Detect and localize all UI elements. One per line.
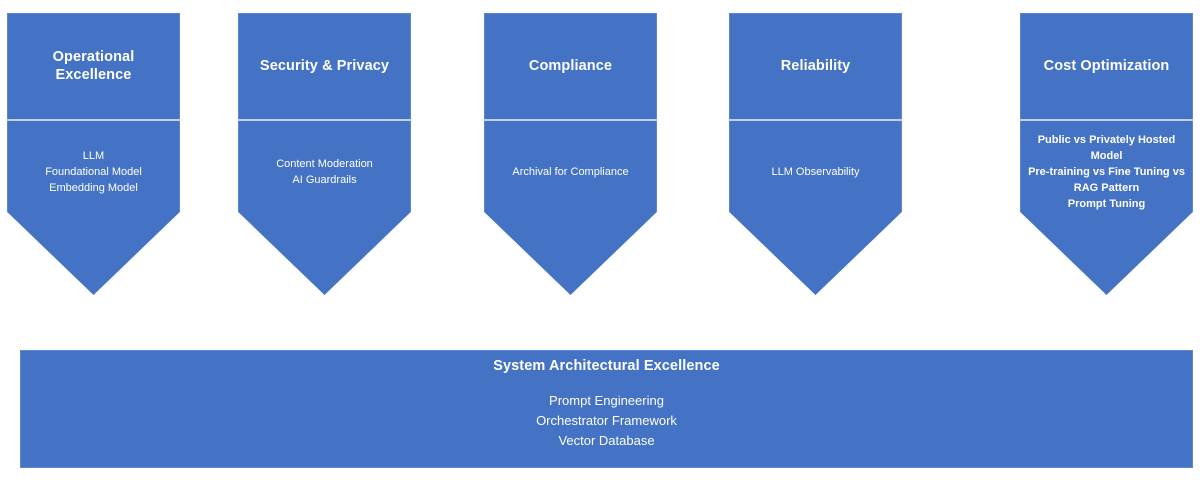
pillar-header: Operational Excellence xyxy=(7,13,180,119)
pillar-cost-optimization[interactable]: Cost Optimization Public vs Privately Ho… xyxy=(1020,13,1193,295)
pillar-header: Cost Optimization xyxy=(1020,13,1193,119)
pillar-divider xyxy=(484,119,657,121)
pillar-compliance[interactable]: Compliance Archival for Compliance xyxy=(484,13,657,295)
pillar-header: Compliance xyxy=(484,13,657,119)
foundation-banner[interactable]: System Architectural Excellence Prompt E… xyxy=(20,350,1193,468)
pillar-items: Archival for Compliance xyxy=(512,166,629,179)
pillar-body: Archival for Compliance xyxy=(484,121,657,225)
foundation-items: Prompt Engineering Orchestrator Framewor… xyxy=(536,393,677,449)
pillar-header: Reliability xyxy=(729,13,902,119)
pillar-title: Reliability xyxy=(780,57,851,74)
pillar-title: Compliance xyxy=(528,57,613,74)
pillar-items: Public vs Privately Hosted Model Pre-tra… xyxy=(1028,134,1185,210)
pillar-security-and-privacy[interactable]: Security & Privacy Content Moderation AI… xyxy=(238,13,411,295)
foundation-title: System Architectural Excellence xyxy=(493,358,720,374)
pillar-title: Cost Optimization xyxy=(1043,57,1170,74)
pillar-header: Security & Privacy xyxy=(238,13,411,119)
pillar-divider xyxy=(7,119,180,121)
pillar-body: Public vs Privately Hosted Model Pre-tra… xyxy=(1020,121,1193,225)
pillar-items: LLM Observability xyxy=(771,166,860,179)
pillar-operational-excellence[interactable]: Operational Excellence LLM Foundational … xyxy=(7,13,180,295)
pillar-body: LLM Observability xyxy=(729,121,902,225)
pillar-body: LLM Foundational Model Embedding Model xyxy=(7,121,180,225)
pillar-title: Security & Privacy xyxy=(259,57,390,74)
pillar-divider xyxy=(729,119,902,121)
pillar-title: Operational Excellence xyxy=(52,48,135,83)
pillar-divider xyxy=(238,119,411,121)
pillar-items: Content Moderation AI Guardrails xyxy=(276,158,373,186)
pillar-body: Content Moderation AI Guardrails xyxy=(238,121,411,225)
pillar-items: LLM Foundational Model Embedding Model xyxy=(45,150,142,194)
pillar-reliability[interactable]: Reliability LLM Observability xyxy=(729,13,902,295)
pillar-divider xyxy=(1020,119,1193,121)
